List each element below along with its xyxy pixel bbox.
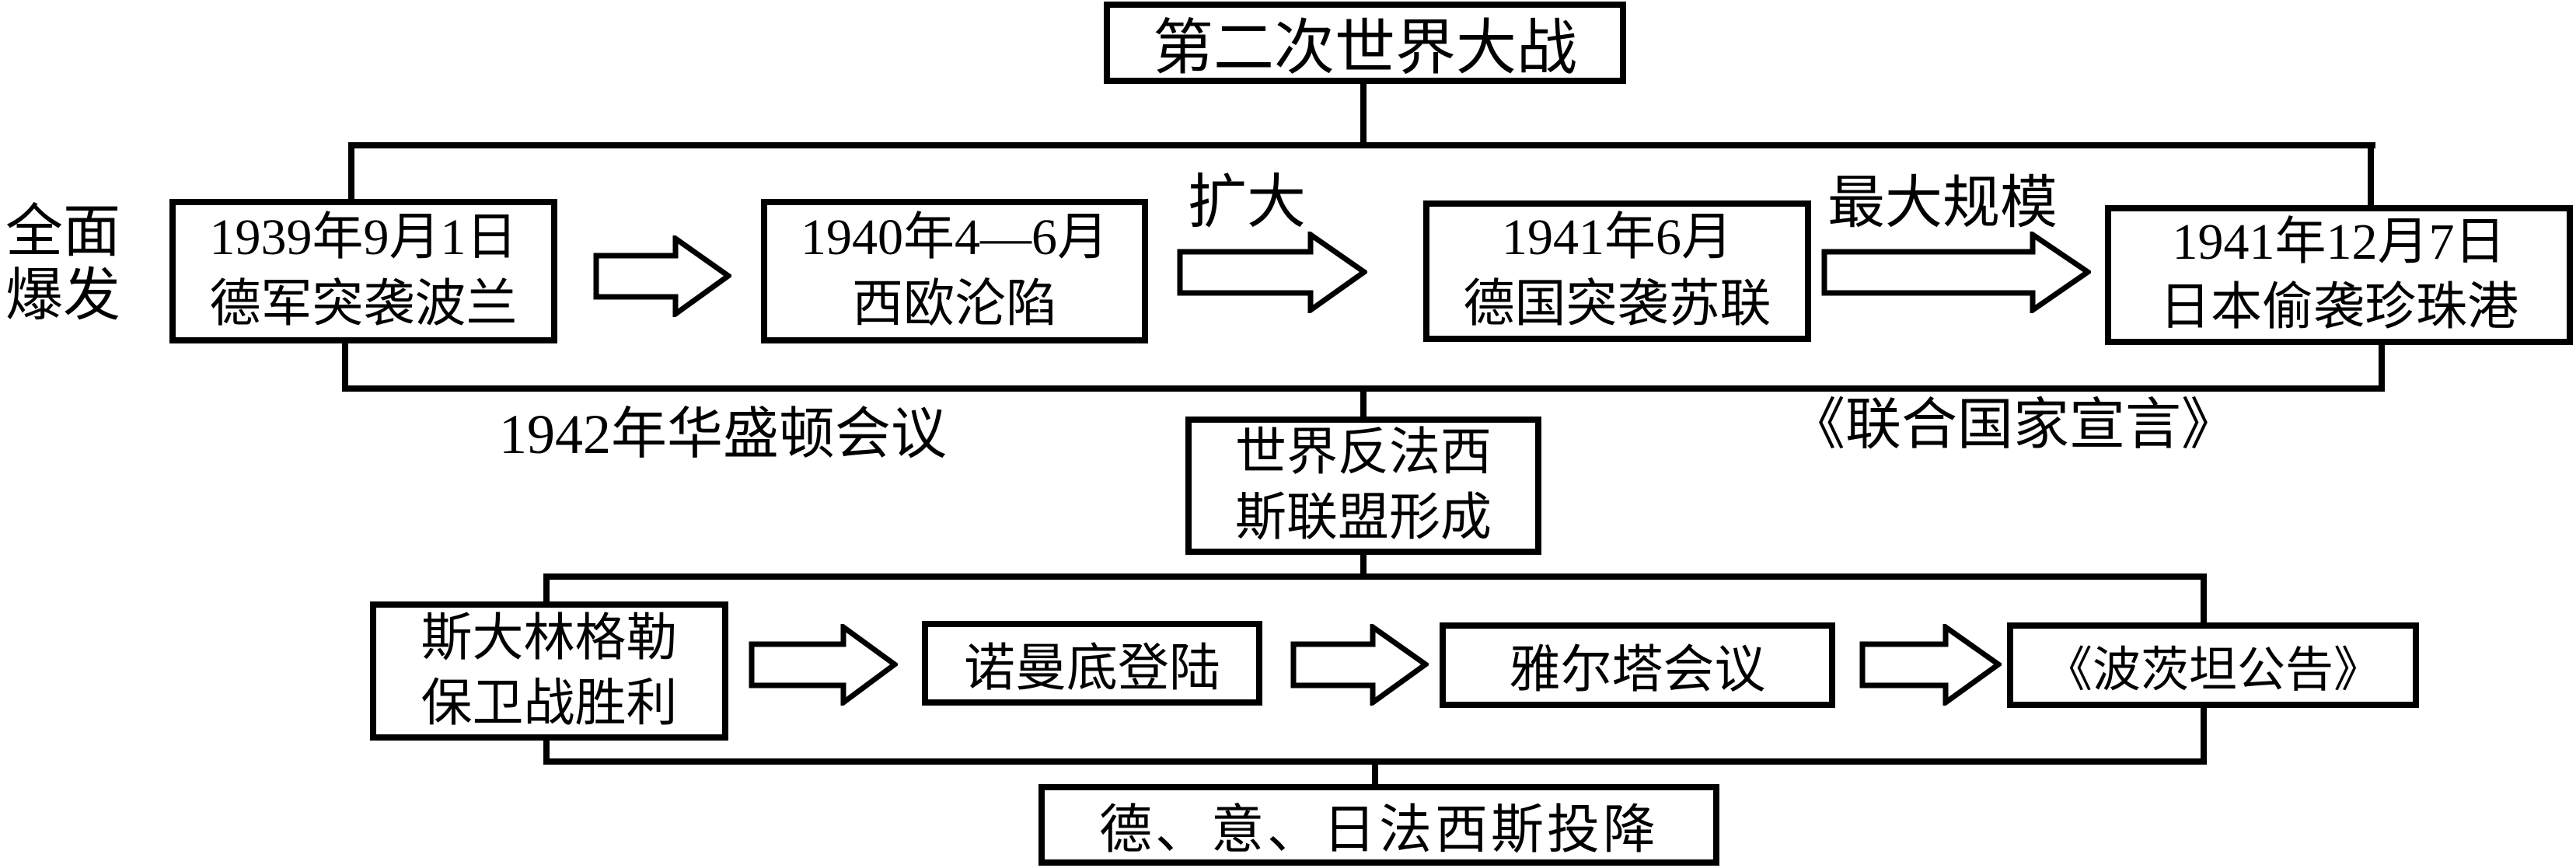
node-ussr-1941: 1941年6月 德国突袭苏联	[1423, 200, 1811, 342]
label-expand: 扩大	[1188, 170, 1306, 235]
node-pearl-date: 1941年12月7日	[2172, 214, 2506, 270]
right-arrow-icon-west-to-ussr	[1177, 229, 1370, 317]
connector-row3-to-stalingrad	[543, 580, 550, 603]
right-arrow-icon-yalta-to-potsdam	[1859, 622, 2004, 709]
connector-row2-to-alliance	[1360, 392, 1367, 418]
label-washington-conference: 1942年华盛顿会议	[499, 403, 948, 465]
node-poland-date: 1939年9月1日	[209, 209, 518, 266]
connector-row1-to-pearl-harbor	[2368, 142, 2374, 207]
node-western-europe-1940: 1940年4—6月 西欧沦陷	[761, 199, 1148, 343]
node-potsdam: 《波茨坦公告》	[2007, 622, 2419, 708]
connector-row1-to-poland	[348, 142, 354, 200]
connector-row1-horizontal	[350, 142, 2375, 148]
node-poland-1939: 1939年9月1日 德军突袭波兰	[169, 199, 557, 343]
connector-row4-to-surrender	[1372, 765, 1378, 786]
node-ussr-date: 1941年6月	[1502, 209, 1733, 266]
right-arrow-icon-stalingrad-to-normandy	[749, 622, 899, 709]
connector-row2-horizontal	[342, 385, 2385, 392]
node-pearl-event: 日本偷袭珍珠港	[2159, 279, 2518, 336]
node-alliance-line1: 世界反法西	[1235, 424, 1492, 481]
node-stalingrad-line1: 斯大林格勒	[421, 609, 678, 667]
right-arrow-icon-normandy-to-yalta	[1290, 622, 1431, 709]
connector-alliance-down	[1360, 553, 1367, 575]
connector-poland-down	[342, 342, 348, 387]
connector-pearl-down	[2379, 343, 2385, 387]
node-ussr-event: 德国突袭苏联	[1463, 276, 1771, 333]
connector-row3-to-potsdam	[2201, 580, 2207, 624]
label-max-scale: 最大规模	[1827, 172, 2058, 235]
connector-row4-horizontal	[543, 758, 2207, 765]
node-alliance-line2: 斯联盟形成	[1235, 490, 1492, 546]
node-stalingrad: 斯大林格勒 保卫战胜利	[370, 601, 728, 741]
node-fascist-surrender: 德、意、日法西斯投降	[1038, 784, 1719, 866]
node-normandy-text: 诺曼底登陆	[964, 640, 1220, 697]
connector-stalingrad-down	[543, 739, 550, 760]
label-full-outbreak-line1: 全面	[5, 200, 120, 264]
label-un-declaration: 《联合国家宣言》	[1789, 394, 2238, 456]
right-arrow-icon-poland-to-west	[593, 233, 734, 321]
node-ww2-title-text: 第二次世界大战	[1152, 14, 1577, 82]
right-arrow-icon-ussr-to-pearl	[1821, 229, 2093, 317]
node-anti-fascist-alliance: 世界反法西 斯联盟形成	[1185, 417, 1541, 555]
connector-potsdam-down	[2201, 706, 2207, 760]
connector-title-down	[1360, 82, 1367, 148]
node-pearl-harbor-1941: 1941年12月7日 日本偷袭珍珠港	[2105, 205, 2573, 345]
label-full-outbreak-line2: 爆发	[5, 264, 120, 328]
node-poland-event: 德军突袭波兰	[209, 276, 518, 333]
node-ww2-title: 第二次世界大战	[1104, 2, 1626, 84]
connector-row3-horizontal	[543, 573, 2207, 580]
node-stalingrad-line2: 保卫战胜利	[421, 675, 678, 732]
node-west-date: 1940年4—6月	[801, 209, 1108, 266]
node-yalta-text: 雅尔塔会议	[1509, 642, 1766, 699]
node-west-event: 西欧沦陷	[852, 276, 1057, 333]
label-full-outbreak: 全面 爆发	[0, 200, 126, 328]
node-normandy: 诺曼底登陆	[922, 621, 1262, 706]
node-yalta: 雅尔塔会议	[1440, 622, 1835, 708]
node-potsdam-text: 《波茨坦公告》	[2044, 644, 2382, 697]
node-fascist-surrender-text: 德、意、日法西斯投降	[1098, 800, 1659, 859]
